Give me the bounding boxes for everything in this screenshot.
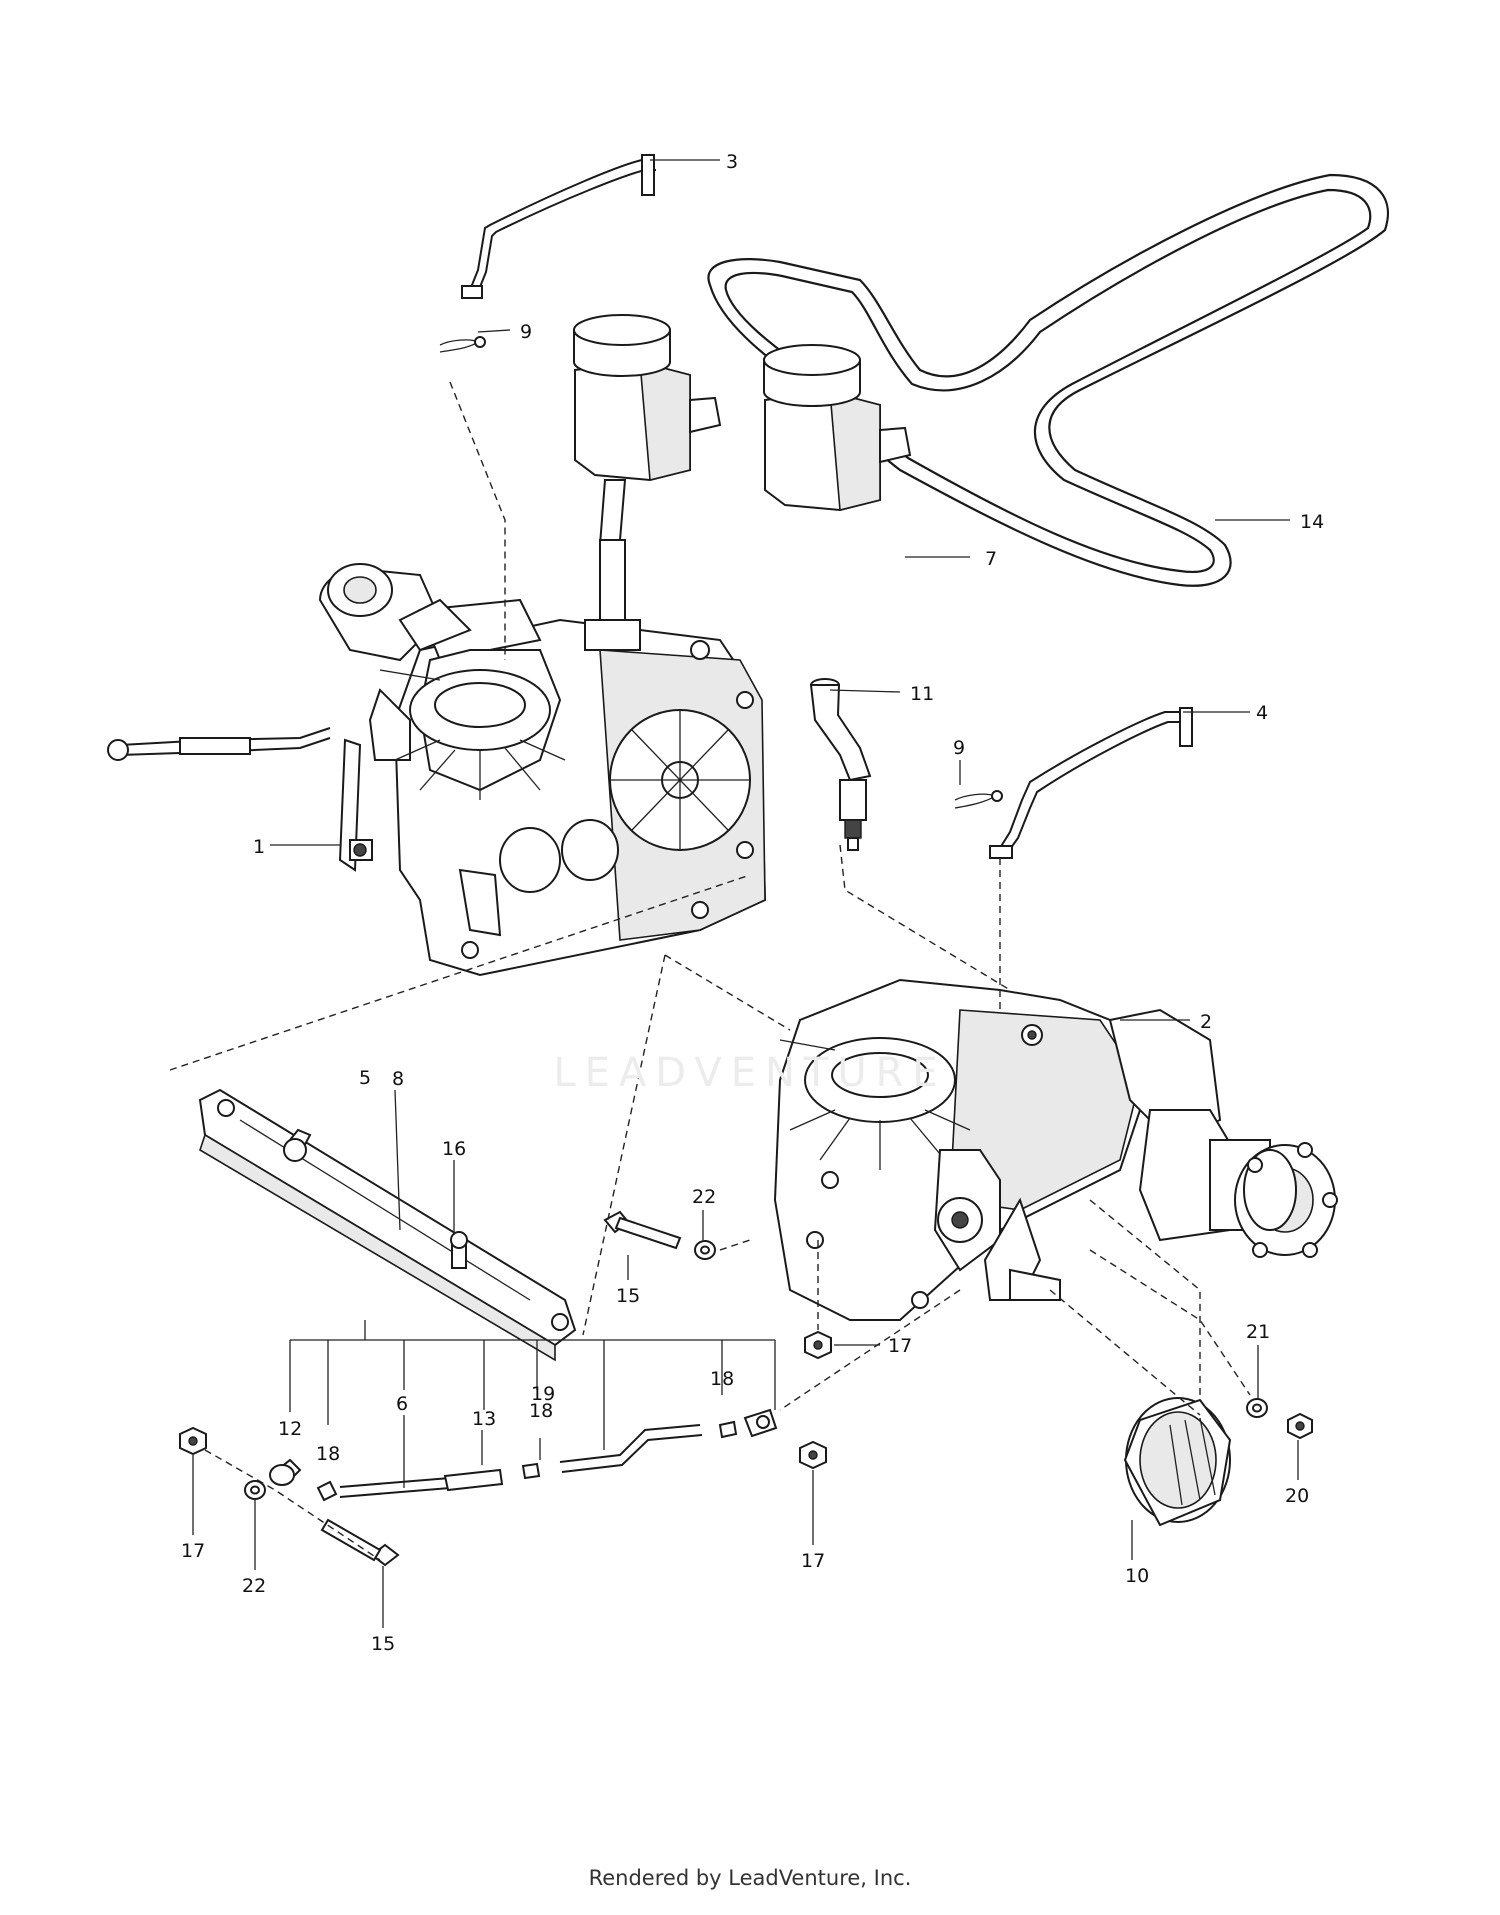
callout-9-right: 9 — [953, 737, 965, 759]
callout-18-top: 18 — [710, 1368, 734, 1390]
callout-22-upper: 22 — [692, 1186, 716, 1208]
nut-17-lower-right — [799, 1440, 827, 1470]
callout-13: 13 — [472, 1408, 496, 1430]
bracket-bar — [198, 1088, 577, 1362]
callout-5: 5 — [359, 1067, 371, 1089]
nut-20 — [1287, 1412, 1313, 1440]
callout-4: 4 — [1256, 702, 1268, 724]
callout-7: 7 — [985, 548, 997, 570]
bolt-15-lower — [320, 1518, 400, 1567]
callout-18-mid: 18 — [529, 1400, 553, 1422]
drive-belt — [707, 173, 1390, 587]
callout-22-lower: 22 — [242, 1575, 266, 1597]
callout-18-left: 18 — [316, 1443, 340, 1465]
clip-right — [954, 790, 1003, 809]
callouts: 1 2 3 4 5 6 7 8 9 9 10 11 12 13 14 15 15… — [181, 151, 1324, 1655]
linkage-rod-assembly — [269, 1408, 778, 1502]
leader-lines — [192, 159, 1299, 1628]
transmission-right — [773, 978, 1338, 1321]
callout-21: 21 — [1246, 1321, 1270, 1343]
callout-8: 8 — [392, 1068, 404, 1090]
callout-3: 3 — [726, 151, 738, 173]
oil-filter — [1123, 1397, 1232, 1527]
linkage-left-arm — [107, 727, 331, 761]
clip-top — [439, 336, 486, 353]
callout-10: 10 — [1125, 1565, 1149, 1587]
control-rod-right — [989, 707, 1193, 859]
callout-6: 6 — [396, 1393, 408, 1415]
callout-15-lower: 15 — [371, 1633, 395, 1655]
watermark: LEADVENTURE — [553, 1050, 947, 1096]
callout-1: 1 — [253, 836, 265, 858]
callout-20: 20 — [1285, 1485, 1309, 1507]
reservoir-left — [573, 314, 722, 547]
bolt-15-upper — [603, 1210, 682, 1250]
callout-15-upper: 15 — [616, 1285, 640, 1307]
reservoir-right — [763, 344, 912, 512]
callout-12: 12 — [278, 1418, 302, 1440]
callout-2: 2 — [1200, 1011, 1212, 1033]
callout-17-center: 17 — [888, 1335, 912, 1357]
callout-17-lower-left: 17 — [181, 1540, 205, 1562]
washer-22-lower — [244, 1480, 266, 1500]
nut-17-lower-left — [179, 1426, 207, 1456]
transmission-left — [318, 539, 767, 977]
callout-16: 16 — [442, 1138, 466, 1160]
callout-11: 11 — [910, 683, 934, 705]
footer-credit: Rendered by LeadVenture, Inc. — [588, 1866, 912, 1890]
washer-22-upper — [694, 1240, 716, 1260]
callout-17-lower-right: 17 — [801, 1550, 825, 1572]
callout-19: 19 — [531, 1383, 555, 1405]
control-rod-top — [461, 154, 656, 299]
callout-14: 14 — [1300, 511, 1324, 533]
hose-fitting — [809, 678, 872, 851]
assembly-lines — [169, 381, 1251, 1561]
washer-21 — [1246, 1398, 1268, 1418]
nut-17-center — [804, 1330, 832, 1360]
callout-9-top: 9 — [520, 321, 532, 343]
